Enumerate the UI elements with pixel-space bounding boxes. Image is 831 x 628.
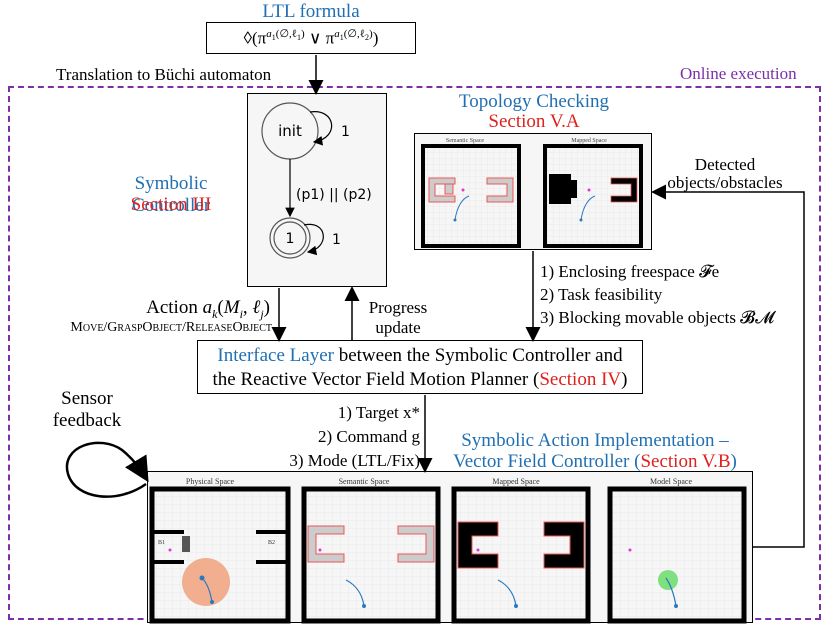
accept-state-outer [269,217,311,259]
topology-item-3: 3) Blocking movable objects 𝓑𝓜 [540,308,775,327]
topology-panel: Semantic Space Mapped Space [414,133,652,250]
command-1: 1) Target x* [337,403,420,422]
transition-label: (p1) || (p2) [296,187,372,203]
mapped-obstacle-left [549,174,577,204]
action-line2: Move/GraspObject/ReleaseObject [70,320,272,335]
model-map [607,486,747,624]
detected-line1: Detected [694,155,756,174]
spaces-maps: Physical Space B1 B2 Semantic Space Mapp… [149,477,747,624]
accept-state-label: 1 [286,231,295,247]
physical-b1-label: B1 [158,540,165,546]
implementation-line1: Symbolic Action Implementation – [461,430,729,451]
implementation-line2: Vector Field Controller (Section V.B) [453,451,737,472]
topology-maps: Semantic Space Mapped Space [421,138,643,248]
semantic-title: Semantic Space [339,477,390,486]
topology-title: Topology Checking [458,91,610,112]
accept-state-inner [273,221,307,255]
progress-line2: update [375,318,421,337]
automaton-graph: init 1 (p1) || (p2) 1 1 [261,102,372,259]
online-execution-label: Online execution [680,64,797,83]
action-line1: Action ak(Mi, ℓj) [146,297,270,321]
model-robot-disc [658,570,678,590]
init-loop-label: 1 [341,124,350,140]
accept-loop-label: 1 [332,232,341,248]
topology-semantic-title: Semantic Space [446,138,484,144]
mapped-obstacle-right [610,177,638,203]
interface-title: Interface Layer [217,345,334,366]
translation-label: Translation to Büchi automaton [56,65,272,84]
command-3: 3) Mode (LTL/Fix) [289,451,420,470]
topology-mapped-title: Mapped Space [571,138,607,144]
model-title: Model Space [650,477,692,486]
interface-text-2: the Reactive Vector Field Motion Planner… [212,369,540,390]
physical-robot-disc [182,558,230,606]
symbolic-controller-section: Section III [130,194,212,215]
topology-section: Section V.A [488,111,580,132]
topology-item-2: 2) Task feasibility [540,285,663,304]
mapped-title: Mapped Space [492,477,540,486]
ltl-formula-text: ◊(πa1(∅,ℓ1) ∨ πa1(∅,ℓ2)) [243,28,379,48]
symbolic-controller-title: Symbolic Controller [131,173,211,216]
topology-item-1: 1) Enclosing freespace 𝓕e [540,262,720,281]
physical-b2-label: B2 [268,540,275,546]
init-state-label: init [278,122,302,140]
sensor-line2: feedback [52,410,122,431]
progress-line1: Progress [368,298,428,317]
ltl-title: LTL formula [262,1,360,22]
spaces-panel: Physical Space B1 B2 Semantic Space Mapp… [147,471,753,624]
arrow-sensor-feedback [65,441,149,498]
ltl-formula-box: ◊(πa1(∅,ℓ1) ∨ πa1(∅,ℓ2)) [206,22,416,54]
semantic-map [301,486,441,624]
interface-text-1: between the Symbolic Controller and [333,345,623,366]
detected-line2: objects/obstacles [667,173,783,192]
sensor-line1: Sensor [61,388,113,409]
interface-text-3: ) [621,369,628,390]
command-2: 2) Command g [318,427,420,446]
interface-layer-box: Interface Layer between the Symbolic Con… [197,340,643,394]
arrow-detected-feedback [651,184,805,548]
interface-section: Section IV [539,369,622,390]
physical-title: Physical Space [186,477,235,486]
semantic-obstacle-right [486,177,514,203]
buchi-automaton-panel: init 1 (p1) || (p2) 1 1 [247,93,387,287]
